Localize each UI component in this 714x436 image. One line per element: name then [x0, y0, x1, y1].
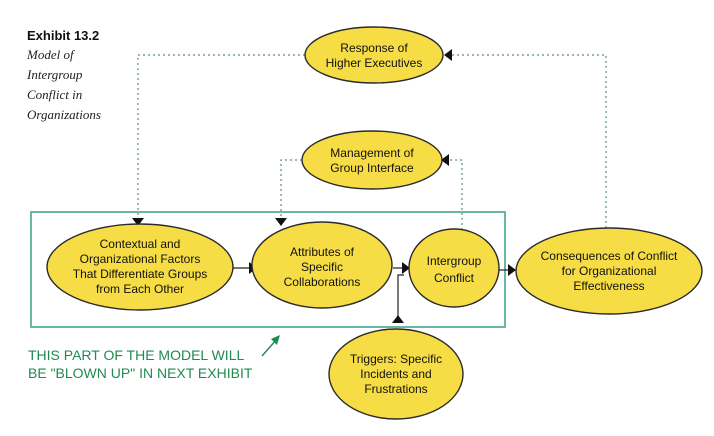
- node-consequences-label: for Organizational: [562, 264, 657, 278]
- node-triggers-label: Incidents and: [360, 367, 431, 381]
- node-attributes: Attributes of Specific Collaborations: [251, 221, 393, 309]
- node-contextual-label: from Each Other: [96, 282, 184, 296]
- node-management: Management of Group Interface: [301, 130, 443, 190]
- flow-line-triggers-to-intergroup: [397, 274, 404, 318]
- node-intergroup-label: Intergroup: [427, 254, 482, 268]
- arrowhead-into-contextual: [132, 218, 144, 226]
- exhibit-title-line: Conflict in: [27, 87, 83, 102]
- node-attributes-label: Attributes of: [290, 245, 355, 259]
- node-consequences-label: Effectiveness: [573, 279, 644, 293]
- node-triggers-shape: [328, 328, 464, 420]
- exhibit-title-line: Intergroup: [27, 67, 83, 82]
- exhibit-title: Model of Intergroup Conflict in Organiza…: [27, 45, 147, 125]
- node-management-label: Management of: [330, 146, 414, 160]
- node-management-shape: [301, 130, 443, 190]
- exhibit-label: Exhibit 13.2: [27, 28, 100, 43]
- node-consequences-label: Consequences of Conflict: [541, 249, 678, 263]
- note-line: BE "BLOWN UP" IN NEXT EXHIBIT: [28, 365, 253, 381]
- arrowhead-into-consequences: [508, 264, 516, 276]
- node-attributes-shape: [251, 221, 393, 309]
- node-intergroup-label: Conflict: [434, 271, 475, 285]
- node-consequences-shape: [515, 227, 703, 315]
- node-response-label: Response of: [340, 41, 408, 55]
- node-contextual-label: That Differentiate Groups: [73, 267, 208, 281]
- node-triggers: Triggers: Specific Incidents and Frustra…: [328, 328, 464, 420]
- arrowhead-from-triggers: [392, 315, 404, 323]
- arrowhead-into-response: [444, 49, 452, 61]
- note-pointer-arrowhead: [271, 335, 280, 345]
- node-contextual: Contextual and Organizational Factors Th…: [46, 223, 234, 311]
- node-contextual-shape: [46, 223, 234, 311]
- exhibit-caption: Exhibit 13.2 Model of Intergroup Conflic…: [27, 28, 147, 125]
- node-attributes-label: Collaborations: [284, 275, 361, 289]
- feedback-line-management-to-attributes: [280, 159, 302, 218]
- exhibit-title-line: Model of: [27, 47, 74, 62]
- feedback-line-intergroup-to-management: [448, 159, 463, 230]
- node-triggers-label: Triggers: Specific: [350, 352, 442, 366]
- feedback-line-response-to-contextual: [137, 54, 305, 218]
- node-response: Response of Higher Executives: [304, 26, 444, 84]
- node-intergroup: Intergroup Conflict: [408, 228, 500, 308]
- node-management-label: Group Interface: [330, 161, 414, 175]
- node-intergroup-shape: [408, 228, 500, 308]
- exhibit-title-line: Organizations: [27, 107, 101, 122]
- arrowhead-into-management: [441, 154, 449, 166]
- node-contextual-label: Contextual and: [100, 237, 181, 251]
- node-response-shape: [304, 26, 444, 84]
- arrowhead-into-attributes: [275, 218, 287, 226]
- node-contextual-label: Organizational Factors: [80, 252, 201, 266]
- node-attributes-label: Specific: [301, 260, 343, 274]
- blown-up-note: THIS PART OF THE MODEL WILL BE "BLOWN UP…: [28, 346, 252, 382]
- feedback-line-consequences-to-response: [452, 54, 607, 228]
- node-consequences: Consequences of Conflict for Organizatio…: [515, 227, 703, 315]
- arrowhead-into-intergroup: [402, 262, 410, 274]
- note-line: THIS PART OF THE MODEL WILL: [28, 347, 245, 363]
- node-response-label: Higher Executives: [326, 56, 423, 70]
- node-triggers-label: Frustrations: [364, 382, 427, 396]
